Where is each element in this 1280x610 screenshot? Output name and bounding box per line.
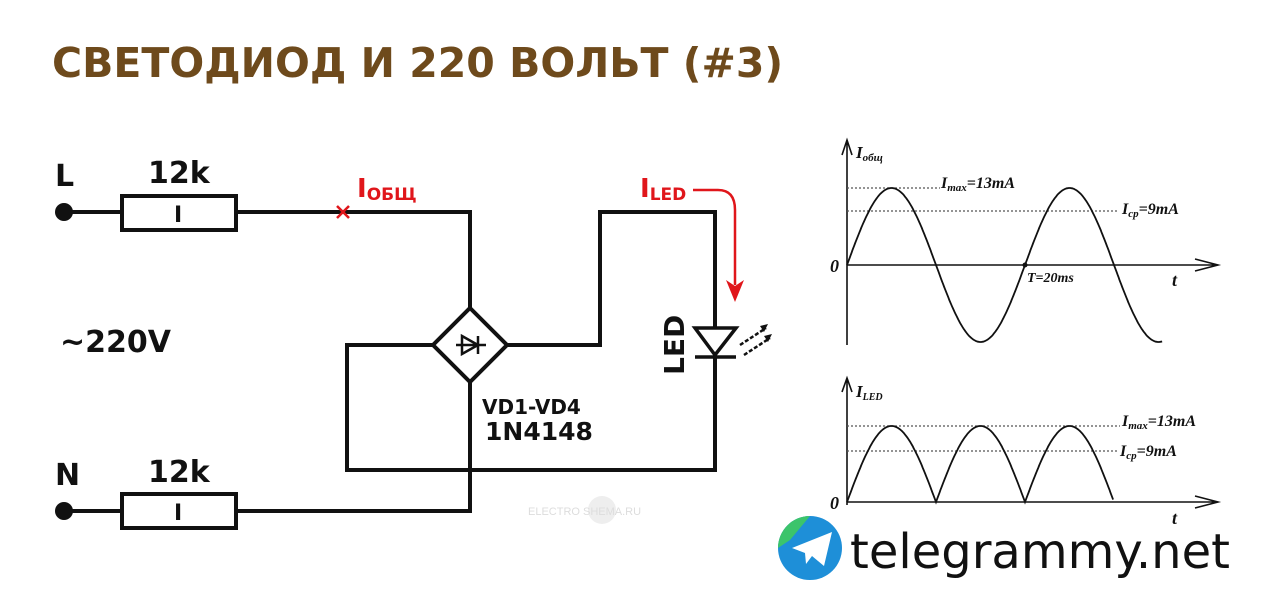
- led-icon: [691, 326, 740, 358]
- graph-led-imax: Imax=13mA: [1121, 413, 1196, 432]
- graph-total-icp: Icp=9mA: [1121, 201, 1179, 220]
- arrowhead-down-icon: [726, 280, 744, 302]
- current-probe-x-icon: [336, 205, 350, 219]
- graph-total-period: T=20ms: [1027, 271, 1074, 286]
- wire-top: [64, 210, 472, 308]
- resistor-top-value: 12k: [148, 156, 211, 191]
- light-rays-icon: [739, 326, 771, 357]
- graph-led-origin: 0: [830, 493, 839, 513]
- diode-bridge: [430, 305, 510, 385]
- graph-total-origin: 0: [830, 256, 839, 276]
- terminal-n-label: N: [55, 458, 80, 493]
- graph-led-ylabel: ILED: [855, 382, 883, 403]
- graph-led-current: ILED Imax=13mA Icp=9mA 0 t: [830, 375, 1222, 528]
- watermark-text: ELECTRO SHEMA.RU: [528, 506, 641, 518]
- current-led-arrow: [693, 188, 737, 285]
- wire-led-loop: [345, 210, 717, 472]
- sine-curve: [846, 187, 1163, 343]
- bridge-label: VD1-VD4: [482, 395, 581, 419]
- rectified-curve: [846, 425, 1114, 505]
- led-label: LED: [658, 315, 691, 375]
- resistor-bottom-mark: I: [174, 501, 182, 526]
- voltage-label: ~220V: [60, 325, 172, 360]
- graph-led-xlabel: t: [1172, 508, 1178, 528]
- resistor-bottom: [120, 492, 238, 530]
- telegram-logo-icon: [778, 516, 842, 580]
- terminal-l-label: L: [55, 159, 74, 194]
- diode-icon: [456, 333, 486, 357]
- logo-text: telegrammy.net: [850, 524, 1230, 580]
- resistor-top: [120, 194, 238, 232]
- page-title: СВЕТОДИОД И 220 ВОЛЬТ (#3): [52, 39, 783, 87]
- graph-total-current: Iобщ Imax=13mA Icp=9mA T=20ms 0 t: [830, 137, 1222, 345]
- resistor-bottom-value: 12k: [148, 455, 211, 490]
- current-led-label: ILED: [640, 174, 686, 205]
- graph-total-imax: Imax=13mA: [940, 175, 1015, 194]
- watermark-logo: [588, 496, 616, 524]
- graph-led-icp: Icp=9mA: [1119, 443, 1177, 462]
- bridge-part: 1N4148: [485, 417, 593, 446]
- graph-total-xlabel: t: [1172, 270, 1178, 290]
- graph-total-ylabel: Iобщ: [855, 143, 883, 164]
- wire-bottom: [64, 382, 472, 513]
- current-total-label: IОБЩ: [357, 174, 417, 205]
- resistor-top-mark: I: [174, 203, 182, 228]
- light-arrowheads: [760, 324, 772, 342]
